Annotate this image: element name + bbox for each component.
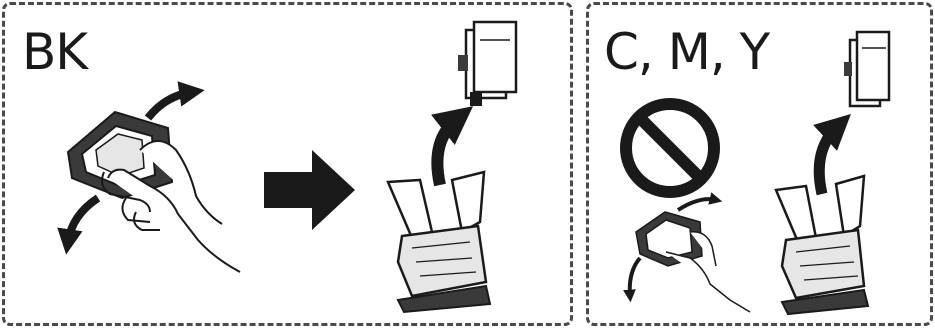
prohibited-icon (626, 104, 714, 192)
cartridge-icon (458, 22, 516, 106)
lift-out-arrow-icon (437, 118, 458, 185)
opened-package-icon (776, 176, 868, 314)
curved-arrow-down-icon (68, 198, 98, 242)
opened-package-icon (388, 172, 490, 312)
curved-arrow-up-icon (148, 92, 192, 118)
hand-shaking-cartridge-icon (68, 112, 240, 272)
hand-shaking-cartridge-icon (630, 199, 750, 312)
cartridge-icon (844, 32, 889, 106)
right-arrow-icon (264, 150, 355, 230)
